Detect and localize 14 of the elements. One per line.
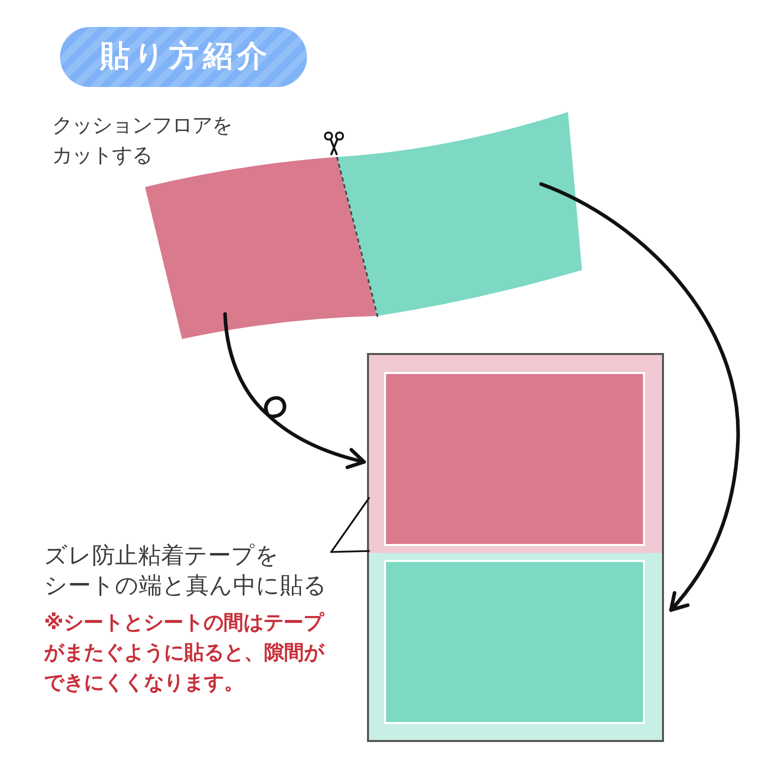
arrow	[539, 182, 740, 612]
title-banner: 貼り方紹介	[60, 27, 307, 87]
floor-frame	[367, 353, 664, 742]
arrow	[223, 312, 366, 469]
floor-section	[369, 355, 662, 553]
floor-section	[369, 553, 662, 740]
sheet-panel	[384, 560, 645, 724]
flooring-piece	[337, 112, 582, 316]
note-text: ※シートとシートの間はテープがまたぐように貼ると、隙間ができにくくなります。	[44, 609, 326, 696]
step-caption: クッションフロアをカットする	[52, 112, 233, 169]
callout-text: ズレ防止粘着テープをシートの端と真ん中に貼る	[44, 541, 330, 601]
leader-line	[330, 550, 370, 553]
sheet-panel	[384, 372, 645, 546]
leader-line	[330, 497, 370, 553]
